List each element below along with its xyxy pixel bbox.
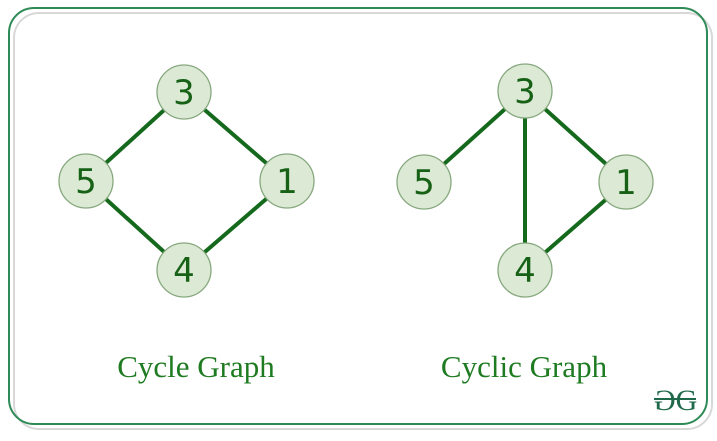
node-value-4: 4 bbox=[173, 251, 195, 291]
node-cyclic-graph-3: 3 bbox=[497, 63, 553, 119]
node-circle-1 bbox=[259, 153, 315, 209]
node-value-3: 3 bbox=[173, 73, 195, 113]
node-cycle-graph-5: 5 bbox=[58, 153, 114, 209]
node-value-3: 3 bbox=[514, 72, 536, 112]
cyclic-graph-label: Cyclic Graph bbox=[440, 349, 608, 384]
cycle-graph-label: Cycle Graph bbox=[117, 349, 275, 384]
node-circle-5 bbox=[396, 154, 452, 210]
node-value-4: 4 bbox=[514, 251, 536, 291]
logo-letter-g: G bbox=[675, 384, 698, 417]
node-value-1: 1 bbox=[615, 163, 637, 203]
node-cyclic-graph-5: 5 bbox=[396, 154, 452, 210]
geeksforgeeks-logo-icon: GG bbox=[654, 384, 698, 417]
node-cyclic-graph-4: 4 bbox=[497, 242, 553, 298]
frame-border bbox=[8, 7, 708, 425]
node-circle-1 bbox=[598, 154, 654, 210]
frame-shadow-border bbox=[13, 12, 713, 430]
node-circle-3 bbox=[497, 63, 553, 119]
node-cycle-graph-1: 1 bbox=[259, 153, 315, 209]
node-circle-5 bbox=[58, 153, 114, 209]
node-value-5: 5 bbox=[413, 163, 435, 203]
node-circle-4 bbox=[497, 242, 553, 298]
logo-crossbar bbox=[654, 398, 696, 400]
node-value-1: 1 bbox=[276, 162, 298, 202]
node-circle-3 bbox=[156, 64, 212, 120]
node-cycle-graph-4: 4 bbox=[156, 242, 212, 298]
node-cycle-graph-3: 3 bbox=[156, 64, 212, 120]
node-circle-4 bbox=[156, 242, 212, 298]
node-cyclic-graph-1: 1 bbox=[598, 154, 654, 210]
node-value-5: 5 bbox=[75, 162, 97, 202]
logo-letter-mirrored-g: G bbox=[656, 384, 676, 417]
